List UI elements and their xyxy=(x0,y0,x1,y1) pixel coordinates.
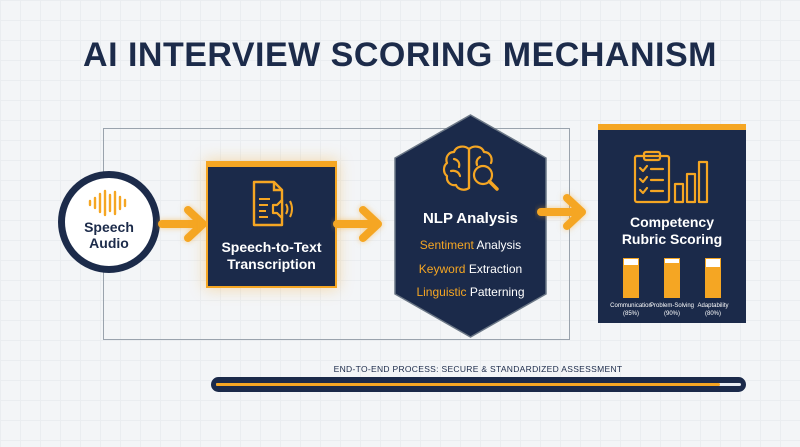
score-label-adaptability: Adaptability(80%) xyxy=(697,303,729,317)
nlp-item-sentiment: Sentiment Analysis xyxy=(419,238,522,252)
score-bar-problem-solving xyxy=(664,258,680,298)
sound-wave-icon xyxy=(88,189,127,217)
speech-audio-node: Speech Audio xyxy=(58,171,160,273)
nlp-title: NLP Analysis xyxy=(422,210,519,227)
process-progress-bar xyxy=(211,377,746,392)
arrow-3-icon xyxy=(537,194,586,230)
progress-fill xyxy=(216,383,720,386)
score-bar-adaptability xyxy=(705,258,721,298)
score-bar-communication xyxy=(623,258,639,298)
score-label-problem-solving: Problem-Solving(90%) xyxy=(649,303,695,317)
page-title: AI INTERVIEW SCORING MECHANISM xyxy=(83,36,717,74)
transcription-node: Speech-to-Text Transcription xyxy=(208,163,335,286)
arrow-1-icon xyxy=(158,206,207,242)
score-bars xyxy=(598,258,746,298)
speech-audio-label: Speech Audio xyxy=(84,219,134,251)
rubric-label: Competency Rubric Scoring xyxy=(621,214,723,247)
rubric-scoring-node: Competency Rubric Scoring Communication(… xyxy=(598,124,746,323)
clipboard-chart-icon xyxy=(633,150,709,204)
document-audio-icon xyxy=(252,180,293,227)
transcription-label: Speech-to-Text Transcription xyxy=(221,239,322,272)
nlp-item-linguistic: Linguistic Patterning xyxy=(416,285,525,299)
score-label-communication: Communication(85%) xyxy=(610,303,652,317)
arrow-2-icon xyxy=(333,206,382,242)
nlp-analysis-node xyxy=(394,114,547,338)
progress-track xyxy=(216,383,741,386)
footer-caption: END-TO-END PROCESS: SECURE & STANDARDIZE… xyxy=(333,364,623,374)
brain-magnifier-icon xyxy=(442,145,499,191)
nlp-item-keyword: Keyword Extraction xyxy=(418,262,523,276)
